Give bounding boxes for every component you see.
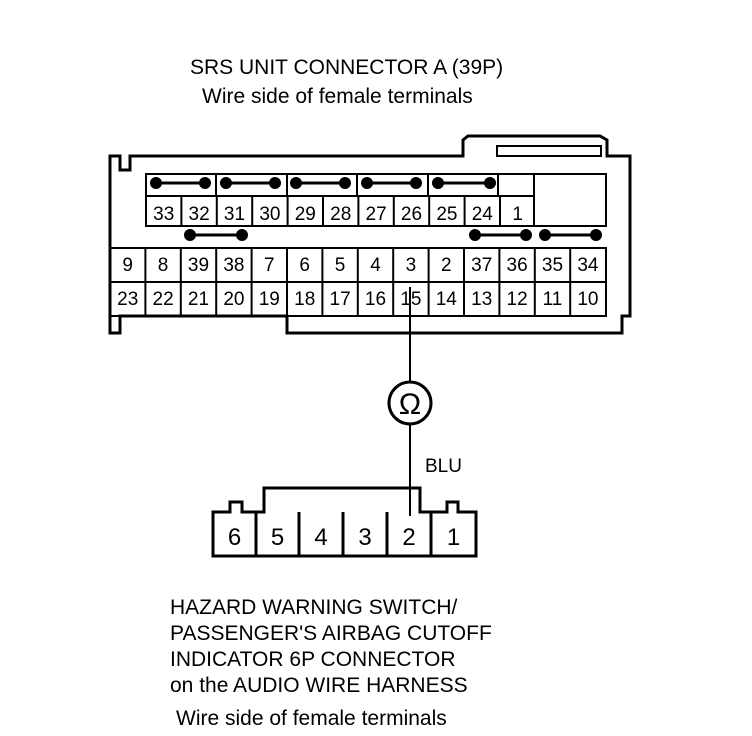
pin-6p-label-5: 5 (271, 524, 284, 551)
pin-label-24: 24 (472, 204, 494, 225)
pin-6p-label-3: 3 (358, 524, 371, 551)
pin-6p-label-4: 4 (314, 524, 327, 551)
pin-label-13: 13 (471, 289, 492, 310)
bottom-connector-title-line-4: on the AUDIO WIRE HARNESS (170, 674, 468, 697)
wire-color-label: BLU (425, 456, 462, 477)
top-connector-title: SRS UNIT CONNECTOR A (39P) (190, 56, 504, 79)
pin-label-25: 25 (436, 204, 457, 225)
pin-label-31: 31 (224, 204, 245, 225)
pin-label-3: 3 (406, 255, 417, 276)
pin-label-12: 12 (507, 289, 528, 310)
ohm-symbol: Ω (399, 388, 421, 421)
pin-6p-label-1: 1 (447, 524, 460, 551)
pin-6p-label-6: 6 (228, 524, 241, 551)
pin-6p-label-2: 2 (402, 524, 415, 551)
pin-label-17: 17 (330, 289, 351, 310)
pin-label-1: 1 (512, 204, 523, 225)
pin-label-35: 35 (542, 255, 563, 276)
pin-label-21: 21 (188, 289, 209, 310)
bottom-connector-title-line-3: INDICATOR 6P CONNECTOR (170, 648, 456, 671)
pin-label-29: 29 (295, 204, 316, 225)
bottom-connector-title-line-2: PASSENGER'S AIRBAG CUTOFF (170, 622, 492, 645)
6p-connector-pins: 6 5 4 3 2 1 (228, 524, 460, 551)
pin-label-28: 28 (330, 204, 351, 225)
pin-label-9: 9 (122, 255, 133, 276)
pin-label-18: 18 (294, 289, 315, 310)
pin-label-36: 36 (507, 255, 528, 276)
bottom-connector-subtitle: Wire side of female terminals (176, 707, 447, 730)
pin-label-6: 6 (299, 255, 310, 276)
shorting-bars (150, 177, 602, 241)
pin-label-22: 22 (153, 289, 174, 310)
pin-label-19: 19 (259, 289, 280, 310)
pin-label-8: 8 (158, 255, 169, 276)
pin-label-7: 7 (264, 255, 275, 276)
pin-label-32: 32 (189, 204, 210, 225)
pin-label-37: 37 (471, 255, 492, 276)
pin-label-16: 16 (365, 289, 386, 310)
pin-label-4: 4 (370, 255, 381, 276)
pin-label-38: 38 (223, 255, 244, 276)
pin-label-30: 30 (259, 204, 280, 225)
bottom-connector-title-line-1: HAZARD WARNING SWITCH/ (170, 596, 458, 619)
pin-label-2: 2 (441, 255, 452, 276)
pin-label-27: 27 (366, 204, 387, 225)
top-connector-subtitle: Wire side of female terminals (202, 85, 473, 108)
pin-label-14: 14 (436, 289, 458, 310)
pin-label-23: 23 (117, 289, 138, 310)
pin-label-11: 11 (543, 289, 563, 310)
pin-label-20: 20 (223, 289, 244, 310)
ohmmeter-icon: Ω (387, 380, 433, 426)
pin-label-26: 26 (401, 204, 422, 225)
pin-label-33: 33 (153, 204, 174, 225)
pin-label-5: 5 (335, 255, 346, 276)
pin-label-10: 10 (577, 289, 598, 310)
6p-connector-housing (211, 486, 478, 558)
pin-label-34: 34 (577, 255, 599, 276)
pin-label-39: 39 (188, 255, 209, 276)
